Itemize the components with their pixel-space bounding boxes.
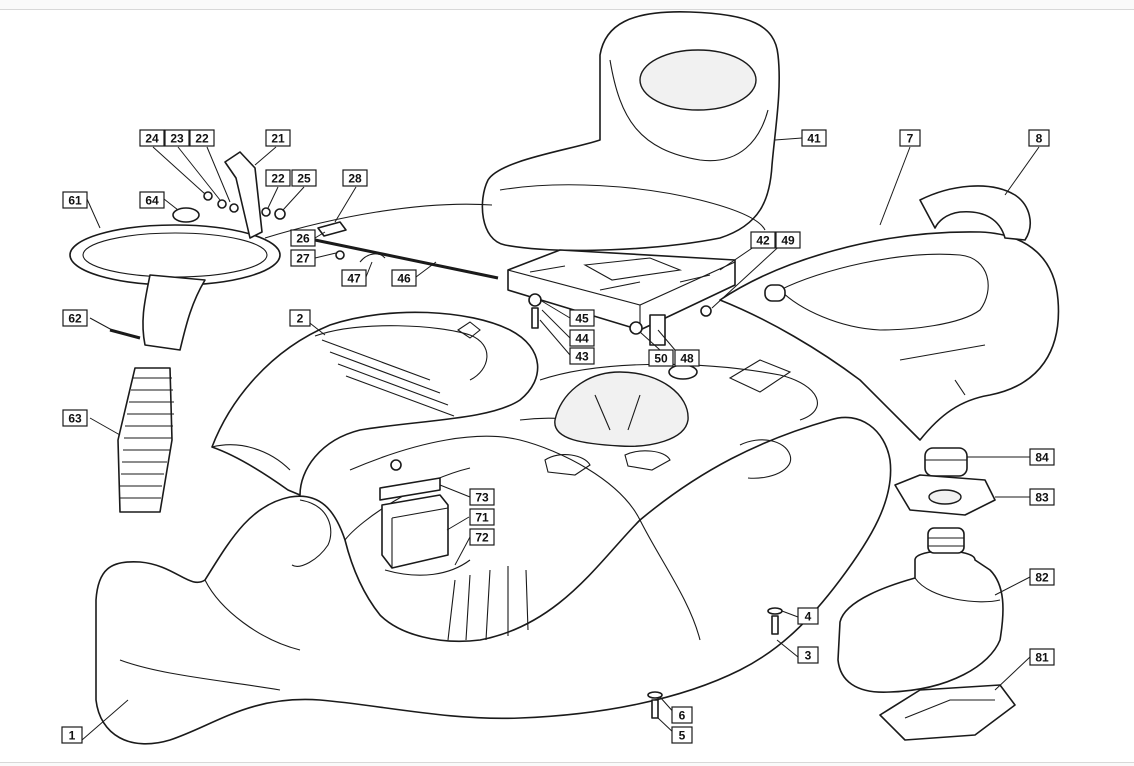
hood-cover <box>211 311 539 496</box>
callout-49: 49 <box>775 231 801 249</box>
callout-6: 6 <box>671 706 693 724</box>
callout-label: 46 <box>397 272 411 286</box>
callout-43: 43 <box>569 347 595 365</box>
top-border <box>0 0 1134 10</box>
callout-label: 45 <box>575 312 589 326</box>
callout-label: 61 <box>68 194 82 208</box>
fuel-tank <box>837 527 1004 693</box>
callout-84: 84 <box>1029 448 1055 466</box>
battery-assembly <box>379 459 471 576</box>
steering-boot <box>117 367 174 513</box>
callout-label: 24 <box>145 132 159 146</box>
callout-label: 84 <box>1035 451 1049 465</box>
callout-3: 3 <box>797 646 819 664</box>
callout-82: 82 <box>1029 568 1055 586</box>
callout-label: 82 <box>1035 571 1049 585</box>
callout-label: 5 <box>679 729 686 743</box>
body-shell <box>95 359 892 745</box>
callout-8: 8 <box>1028 129 1050 147</box>
rear-fender <box>719 231 1060 441</box>
throttle-lever <box>203 151 286 239</box>
callout-label: 2 <box>297 312 304 326</box>
callout-label: 71 <box>475 511 489 525</box>
callout-5: 5 <box>671 726 693 744</box>
callout-label: 44 <box>575 332 589 346</box>
callout-28: 28 <box>342 169 368 187</box>
callout-label: 21 <box>271 132 285 146</box>
callout-44: 44 <box>569 329 595 347</box>
leader-lines <box>81 137 1040 741</box>
callout-label: 25 <box>297 172 311 186</box>
callout-64: 64 <box>139 191 165 209</box>
callout-label: 23 <box>170 132 184 146</box>
callout-label: 28 <box>348 172 362 186</box>
callout-label: 72 <box>475 531 489 545</box>
callout-22-lower: 22 <box>265 169 291 187</box>
callout-7: 7 <box>899 129 921 147</box>
callout-label: 4 <box>805 610 812 624</box>
callout-46: 46 <box>391 269 417 287</box>
callout-26: 26 <box>290 229 316 247</box>
callout-label: 81 <box>1035 651 1049 665</box>
plate-fasteners <box>528 293 712 346</box>
callout-label: 41 <box>807 132 821 146</box>
callout-72: 72 <box>469 528 495 546</box>
callout-21: 21 <box>265 129 291 147</box>
steering-cap <box>172 207 200 223</box>
callout-label: 22 <box>271 172 285 186</box>
callout-label: 26 <box>296 232 310 246</box>
callout-label: 42 <box>756 234 770 248</box>
callout-label: 63 <box>68 412 82 426</box>
callout-42: 42 <box>750 231 776 249</box>
callout-22-upper: 22 <box>189 129 215 147</box>
callout-label: 73 <box>475 491 489 505</box>
tank-bracket-upper <box>894 474 996 516</box>
callout-label: 7 <box>907 132 914 146</box>
callout-label: 49 <box>781 234 795 248</box>
callout-label: 64 <box>145 194 159 208</box>
tank-bracket-lower <box>879 684 1016 741</box>
callout-label: 27 <box>296 252 310 266</box>
callout-2: 2 <box>289 309 311 327</box>
callout-81: 81 <box>1029 648 1055 666</box>
callout-63: 63 <box>62 409 88 427</box>
callout-47: 47 <box>341 269 367 287</box>
callout-62: 62 <box>62 309 88 327</box>
callout-83: 83 <box>1029 488 1055 506</box>
callout-45: 45 <box>569 309 595 327</box>
seat-rod <box>314 238 499 280</box>
seat-plate <box>507 249 736 331</box>
rear-handle <box>919 185 1031 241</box>
callout-label: 62 <box>68 312 82 326</box>
callout-label: 50 <box>654 352 668 366</box>
callout-label: 47 <box>347 272 361 286</box>
callout-1: 1 <box>61 726 83 744</box>
callout-41: 41 <box>801 129 827 147</box>
steering-wheel <box>69 224 281 351</box>
callout-label: 22 <box>195 132 209 146</box>
callout-71: 71 <box>469 508 495 526</box>
seat <box>481 11 780 252</box>
callout-48: 48 <box>674 349 700 367</box>
callout-27: 27 <box>290 249 316 267</box>
callout-label: 6 <box>679 709 686 723</box>
callout-23: 23 <box>164 129 190 147</box>
callout-label: 3 <box>805 649 812 663</box>
steering-pin <box>109 328 141 340</box>
body-fasteners <box>647 607 783 719</box>
callout-25: 25 <box>291 169 317 187</box>
fuel-cap <box>924 447 968 477</box>
callout-4: 4 <box>797 607 819 625</box>
callout-label: 8 <box>1036 132 1043 146</box>
callout-73: 73 <box>469 488 495 506</box>
callout-24: 24 <box>139 129 165 147</box>
bottom-border <box>0 762 1134 766</box>
callout-label: 83 <box>1035 491 1049 505</box>
callout-50: 50 <box>648 349 674 367</box>
callout-label: 43 <box>575 350 589 364</box>
callout-label: 48 <box>680 352 694 366</box>
callout-61: 61 <box>62 191 88 209</box>
callout-label: 1 <box>69 729 76 743</box>
